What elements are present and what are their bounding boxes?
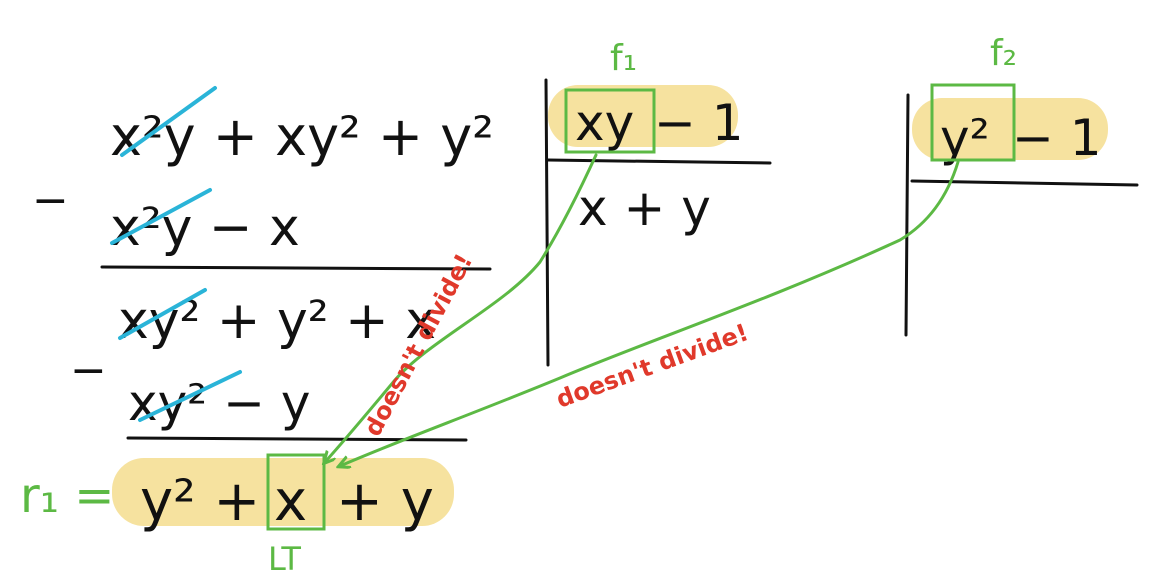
quotient: x + y — [578, 179, 711, 237]
remainder-right: + y — [336, 469, 434, 534]
arrow-f2-to-lt — [340, 160, 960, 466]
f1-lt: xy — [575, 94, 634, 152]
divisor1-vertical — [544, 78, 550, 367]
remainder-left: y² + — [140, 469, 260, 534]
f2-lt: y² — [940, 109, 990, 167]
f1-label: f₁ — [610, 38, 637, 79]
arrow-f1-to-lt — [325, 153, 598, 462]
divisor1-rule — [546, 158, 772, 165]
f2-label: f₂ — [990, 33, 1017, 74]
note-f2-doesnt-divide: doesn't divide! — [552, 318, 752, 413]
remainder-highlight — [112, 458, 454, 526]
remainder-1: xy² + y² + x — [118, 291, 436, 351]
divisor2-rule — [910, 179, 1139, 187]
cancel-stroke-4 — [138, 370, 242, 422]
divisor2-vertical — [904, 93, 910, 337]
r1-label: r₁ = — [20, 468, 114, 524]
cancel-stroke-3 — [118, 288, 207, 340]
f1-lt-box — [564, 88, 656, 154]
rule-2 — [126, 436, 468, 442]
dividend: x²y + xy² + y² — [110, 105, 494, 168]
rule-1 — [100, 265, 492, 271]
f2-rest: − 1 — [1012, 109, 1102, 167]
cancel-stroke-2 — [110, 188, 212, 245]
minus-sign-1: − — [32, 175, 69, 226]
minus-sign-2: − — [70, 345, 107, 396]
lt-label: LT — [268, 540, 301, 578]
cancel-stroke-1 — [120, 86, 217, 157]
remainder-lt-term: x — [274, 469, 307, 534]
f1-rest: − 1 — [654, 94, 744, 152]
f2-lt-box — [930, 83, 1016, 162]
f1-highlight — [548, 85, 738, 147]
f2-highlight — [912, 98, 1108, 160]
lt-box — [266, 453, 326, 531]
